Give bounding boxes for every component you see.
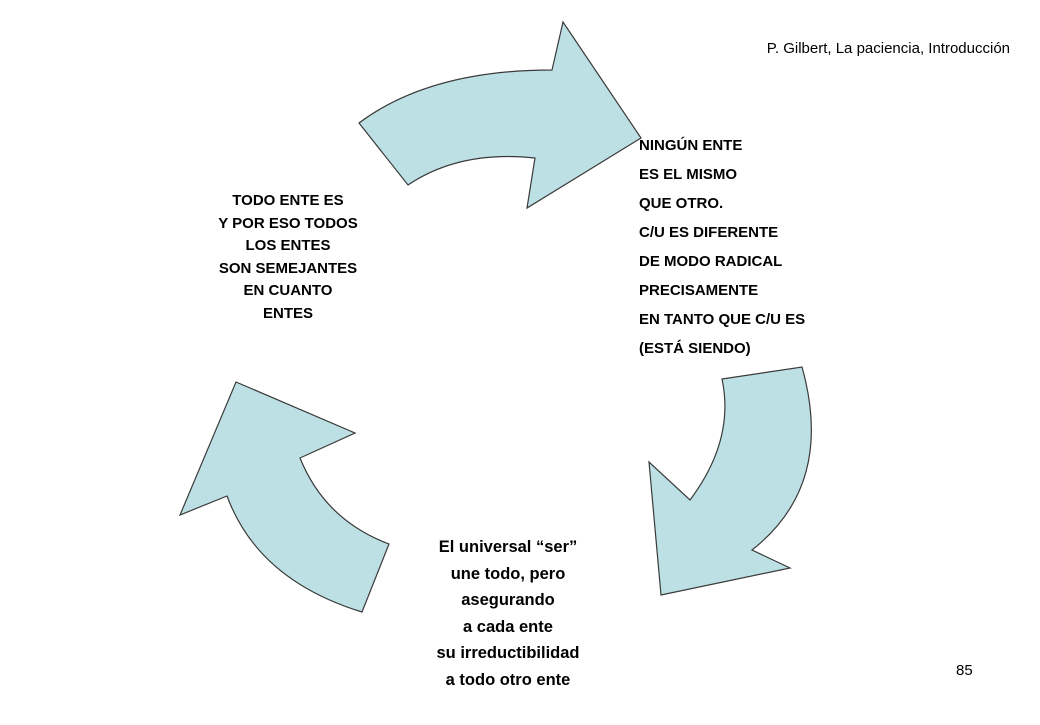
node-right-line: (ESTÁ SIENDO)	[639, 340, 751, 357]
node-bottom-line: asegurando	[461, 591, 555, 610]
node-left-line: Y POR ESO TODOS	[218, 214, 358, 232]
node-right-line: PRECISAMENTE	[639, 282, 759, 299]
node-left-line: LOS ENTES	[245, 237, 331, 255]
node-left-line: TODO ENTE ES	[232, 192, 344, 209]
node-left-line: ENTES	[262, 304, 313, 322]
node-right-line: DE MODO RADICAL	[639, 253, 783, 270]
node-left-line: EN CUANTO	[243, 282, 333, 300]
node-right-line: QUE OTRO.	[639, 195, 724, 212]
node-bottom-line: a cada ente	[463, 617, 553, 636]
node-bottom-line: su irreductibilidad	[436, 644, 580, 663]
node-right-line: C/U ES DIFERENTE	[639, 224, 779, 241]
node-right-line: NINGÚN ENTE	[639, 137, 743, 154]
cycle-arrow-top	[358, 20, 642, 210]
cycle-arrow-left	[178, 381, 390, 613]
page-number: 85	[956, 662, 973, 679]
cycle-arrow-right	[648, 366, 812, 596]
node-bottom-text: El universal “ser” une todo, pero asegur…	[388, 534, 628, 694]
node-right-text: NINGÚN ENTE ES EL MISMO QUE OTRO. C/U ES…	[639, 131, 805, 363]
node-left-text: TODO ENTE ES Y POR ESO TODOS LOS ENTES S…	[178, 190, 398, 326]
citation: P. Gilbert, La paciencia, Introducción	[766, 40, 1010, 57]
node-right-line: EN TANTO QUE C/U ES	[639, 311, 806, 328]
node-right-line: ES EL MISMO	[639, 166, 738, 183]
node-bottom-line: a todo otro ente	[445, 670, 571, 689]
node-left-line: SON SEMEJANTES	[218, 259, 358, 277]
node-bottom-line: El universal “ser”	[438, 538, 578, 556]
node-bottom-line: une todo, pero	[450, 564, 566, 583]
